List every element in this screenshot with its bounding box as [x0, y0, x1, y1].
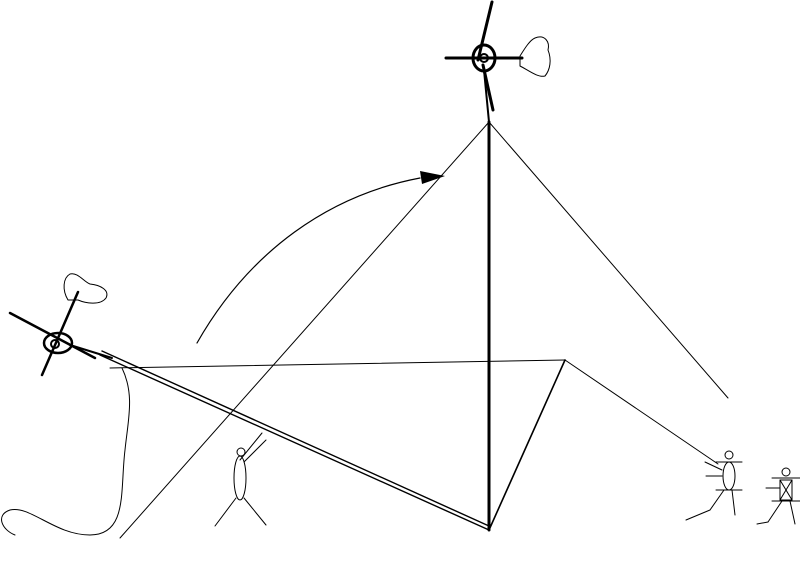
- wind-turbine-raised: [446, 2, 550, 122]
- raising-arc-arrow: [197, 171, 445, 343]
- person-body: [234, 456, 246, 500]
- person-head: [725, 451, 733, 459]
- lowered-tower: [100, 351, 489, 530]
- arrow-head: [420, 171, 445, 184]
- turbine-tail-vane: [64, 274, 107, 303]
- curved-arrow-icon: [197, 178, 420, 343]
- gin-pole-rig: [110, 360, 718, 530]
- pull-rope: [565, 360, 718, 464]
- guy-wire-left: [120, 122, 489, 538]
- power-cable: [2, 368, 130, 535]
- person-head: [782, 468, 790, 476]
- turbine-blade: [478, 2, 492, 60]
- wind-turbine-lowered: [10, 274, 112, 375]
- gin-pole: [489, 360, 565, 530]
- guy-wires: [120, 122, 728, 538]
- turbine-tail-vane: [520, 37, 550, 76]
- gin-pole-top-line: [110, 360, 565, 368]
- person-helper: [757, 468, 800, 524]
- guy-wire-right: [489, 122, 728, 398]
- standing-person: [215, 433, 266, 526]
